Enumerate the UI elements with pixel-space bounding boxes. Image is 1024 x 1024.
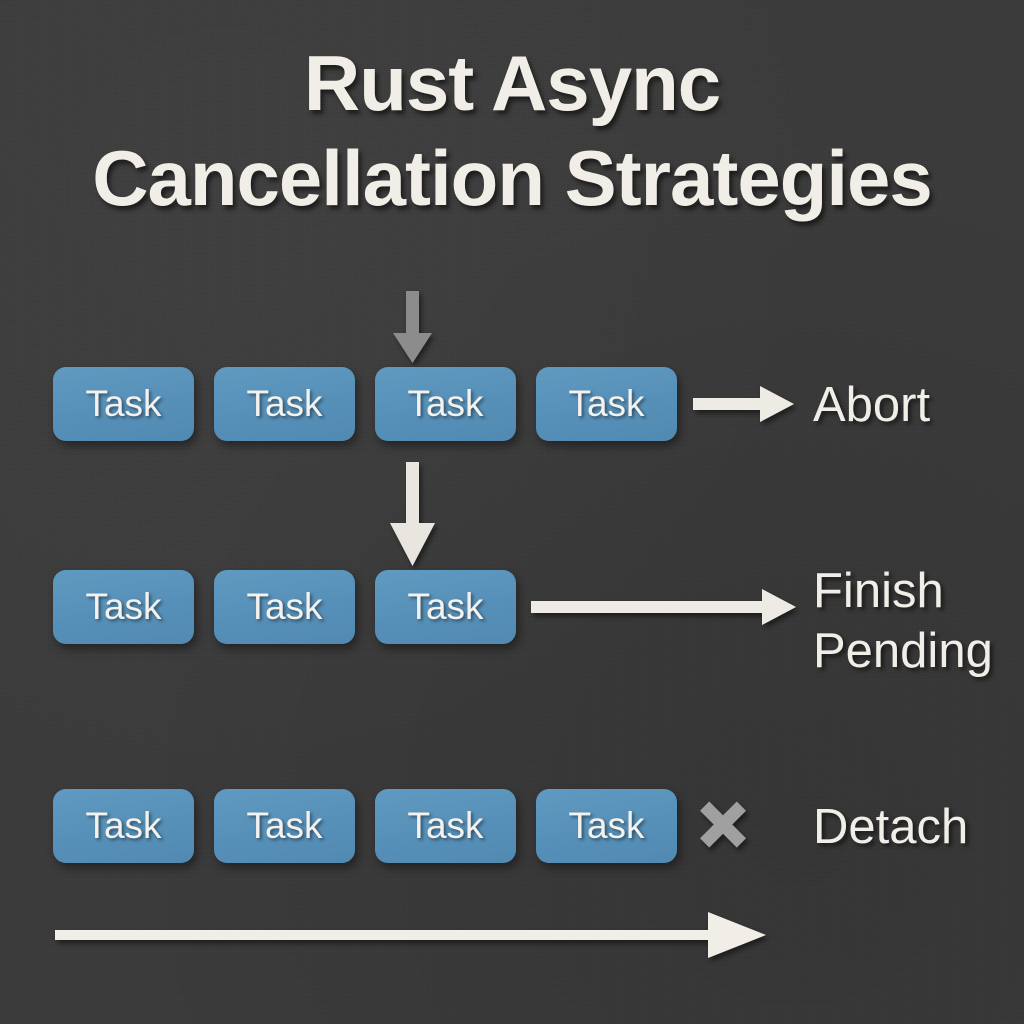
right-arrow-icon xyxy=(693,386,794,422)
task-box-label: Task xyxy=(246,383,323,424)
long-right-arrow-icon xyxy=(531,589,796,625)
task-box[interactable]: Task xyxy=(536,789,677,863)
task-box[interactable]: Task xyxy=(214,570,355,644)
task-box[interactable]: Task xyxy=(214,789,355,863)
down-arrow-gray-icon xyxy=(393,291,432,363)
down-arrow-white-icon xyxy=(390,462,435,566)
task-box-label: Task xyxy=(407,586,484,627)
task-box-label: Task xyxy=(85,586,162,627)
task-box-label: Task xyxy=(407,383,484,424)
task-box-label: Task xyxy=(85,805,162,846)
task-box-label: Task xyxy=(568,805,645,846)
task-box[interactable]: Task xyxy=(214,367,355,441)
task-box[interactable]: Task xyxy=(53,570,194,644)
task-box[interactable]: Task xyxy=(53,367,194,441)
task-box-label: Task xyxy=(85,383,162,424)
timeline-arrow-icon xyxy=(55,912,766,958)
outcome-label-abort: Abort xyxy=(813,378,931,432)
task-box[interactable]: Task xyxy=(375,570,516,644)
task-box-label: Task xyxy=(246,805,323,846)
x-mark-icon xyxy=(700,801,746,848)
task-box[interactable]: Task xyxy=(53,789,194,863)
task-box-label: Task xyxy=(568,383,645,424)
outcome-label-detach: Detach xyxy=(813,800,969,854)
task-box[interactable]: Task xyxy=(375,367,516,441)
task-box[interactable]: Task xyxy=(375,789,516,863)
task-box[interactable]: Task xyxy=(536,367,677,441)
outcome-label-finish-pending: Finish Pending xyxy=(813,564,993,678)
page-title: Rust Async Cancellation Strategies xyxy=(92,39,933,222)
task-box-label: Task xyxy=(407,805,484,846)
task-box-label: Task xyxy=(246,586,323,627)
